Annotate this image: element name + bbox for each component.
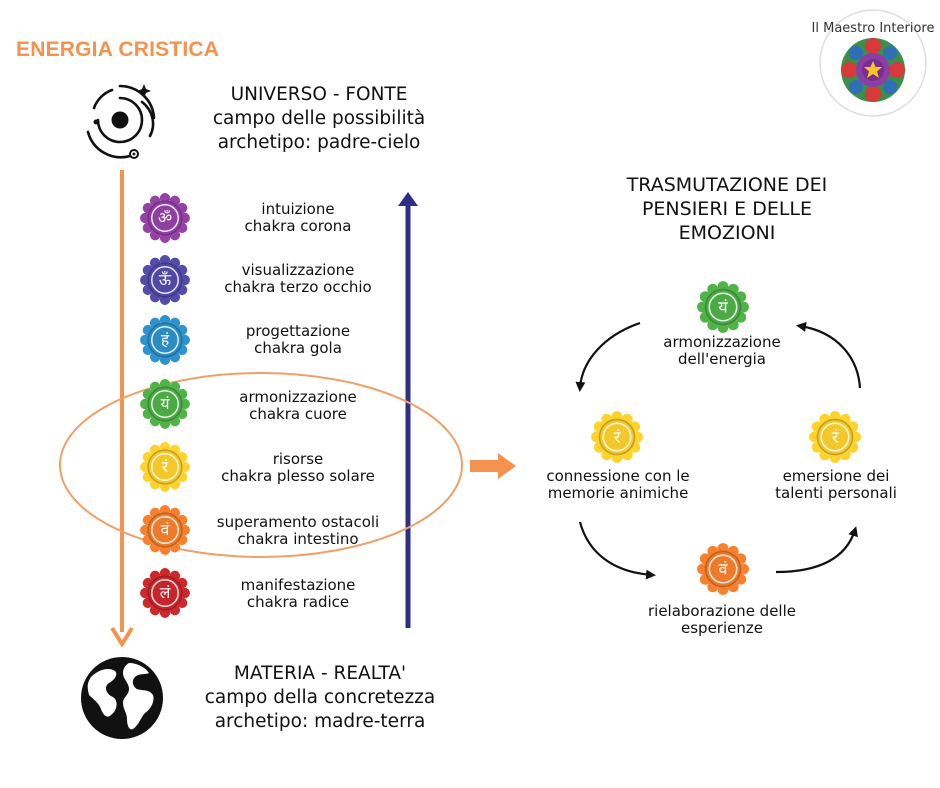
chakra-label: intuizione chakra corona [178, 201, 418, 235]
chakra-label-line1: risorse [272, 450, 324, 468]
highlight-ellipse [59, 372, 463, 558]
chakra-label-line1: manifestazione [240, 576, 356, 594]
cycle-solar-chakra-icon-right: रं [809, 411, 861, 463]
throat-chakra-icon: हं [140, 315, 190, 365]
cycle-title-line2: PENSIERI E DELLE [641, 198, 813, 220]
chakra-label: armonizzazione chakra cuore [178, 389, 418, 423]
chakra-label: progettazione chakra gola [178, 323, 418, 357]
chakra-glyph: ऊँ [159, 271, 172, 289]
matter-line-2: campo della concretezza [204, 687, 436, 708]
chakra-label-line2: chakra terzo occhio [224, 278, 372, 296]
globe-icon [81, 657, 163, 739]
chakra-label-line2: chakra radice [246, 593, 350, 611]
cycle-node-top-label: armonizzazione dell'energia [622, 334, 822, 368]
cycle-title: TRASMUTAZIONE DEI PENSIERI E DELLE EMOZI… [597, 173, 857, 245]
matter-heading: MATERIA - REALTA' campo della concretezz… [180, 662, 460, 734]
chakra-label-line1: intuizione [261, 200, 335, 218]
universe-line-3: archetipo: padre-cielo [217, 132, 421, 153]
chakra-label-line2: chakra intestino [237, 530, 359, 548]
chakra-label: visualizzazione chakra terzo occhio [178, 262, 418, 296]
chakra-label-line2: chakra plesso solare [221, 467, 375, 485]
chakra-label: risorse chakra plesso solare [178, 451, 418, 485]
chakra-glyph: वं [718, 559, 728, 578]
cycle-title-line3: EMOZIONI [678, 222, 776, 244]
chakra-label-line1: armonizzazione [239, 388, 357, 406]
cycle-node-bottom-label: rielaborazione delle esperienze [612, 603, 832, 637]
cycle-arrows [575, 321, 862, 580]
arrow-top-to-left [575, 321, 641, 392]
chakra-glyph: वं [161, 521, 170, 539]
chakra-glyph: हं [161, 331, 170, 349]
cycle-node-line2: memorie animiche [547, 484, 689, 502]
chakra-glyph: रं [614, 427, 621, 446]
up-arrow [398, 192, 418, 628]
chakra-label-line2: chakra corona [244, 217, 352, 235]
chakra-label-line1: superamento ostacoli [216, 513, 380, 531]
heart-chakra-icon: यं [140, 379, 190, 429]
chakra-glyph: ॐ [158, 209, 172, 227]
matter-line-3: archetipo: madre-terra [214, 711, 426, 732]
cycle-solar-chakra-icon-left: रं [591, 411, 643, 463]
chakra-glyph: रं [162, 458, 169, 476]
chakra-label: superamento ostacoli chakra intestino [178, 514, 418, 548]
cycle-node-line1: rielaborazione delle [647, 602, 796, 620]
logo-text: Il Maestro Interiore [812, 21, 935, 36]
cycle-node-right-label: emersione dei talenti personali [736, 468, 936, 502]
chakra-label-line1: visualizzazione [241, 261, 355, 279]
sacral-chakra-icon: वं [140, 505, 190, 555]
root-chakra-icon: लं [140, 568, 190, 618]
arrow-bottom-to-right [775, 526, 858, 574]
third-eye-chakra-icon: ऊँ [140, 255, 190, 305]
chakra-label-line1: progettazione [245, 322, 351, 340]
cycle-node-line1: armonizzazione [663, 333, 781, 351]
chakra-glyph: यं [718, 297, 728, 316]
cycle-node-left-label: connessione con le memorie animiche [518, 468, 718, 502]
chakra-label-line2: chakra gola [254, 339, 342, 357]
cycle-node-line2: dell'energia [678, 350, 766, 368]
solar-plexus-chakra-icon: रं [140, 442, 190, 492]
cycle-node-line2: esperienze [681, 619, 763, 637]
chakra-glyph: लं [160, 584, 171, 602]
universe-heading: UNIVERSO - FONTE campo delle possibilità… [184, 83, 454, 155]
matter-line-1: MATERIA - REALTA' [233, 663, 407, 684]
chakra-label-line2: chakra cuore [249, 405, 347, 423]
galaxy-icon [86, 84, 156, 159]
chakra-label: manifestazione chakra radice [178, 577, 418, 611]
cycle-node-line1: connessione con le [546, 467, 690, 485]
arrow-right-to-top [796, 322, 862, 389]
page-title: ENERGIA CRISTICA [16, 38, 220, 61]
arrow-left-to-bottom [578, 521, 656, 580]
chakra-glyph: रं [832, 427, 839, 446]
cycle-node-line2: talenti personali [775, 484, 897, 502]
connector-arrow [470, 453, 516, 479]
maestro-interiore-logo: Il Maestro Interiore [812, 9, 934, 117]
cycle-title-line1: TRASMUTAZIONE DEI [626, 174, 828, 196]
cycle-sacral-chakra-icon: वं [697, 543, 749, 595]
cycle-node-line1: emersione dei [782, 467, 890, 485]
universe-line-1: UNIVERSO - FONTE [230, 84, 408, 105]
universe-line-2: campo delle possibilità [212, 108, 426, 129]
crown-chakra-icon: ॐ [140, 193, 190, 243]
down-arrow [110, 170, 134, 648]
cycle-heart-chakra-icon: यं [697, 281, 749, 333]
chakra-glyph: यं [160, 395, 170, 413]
